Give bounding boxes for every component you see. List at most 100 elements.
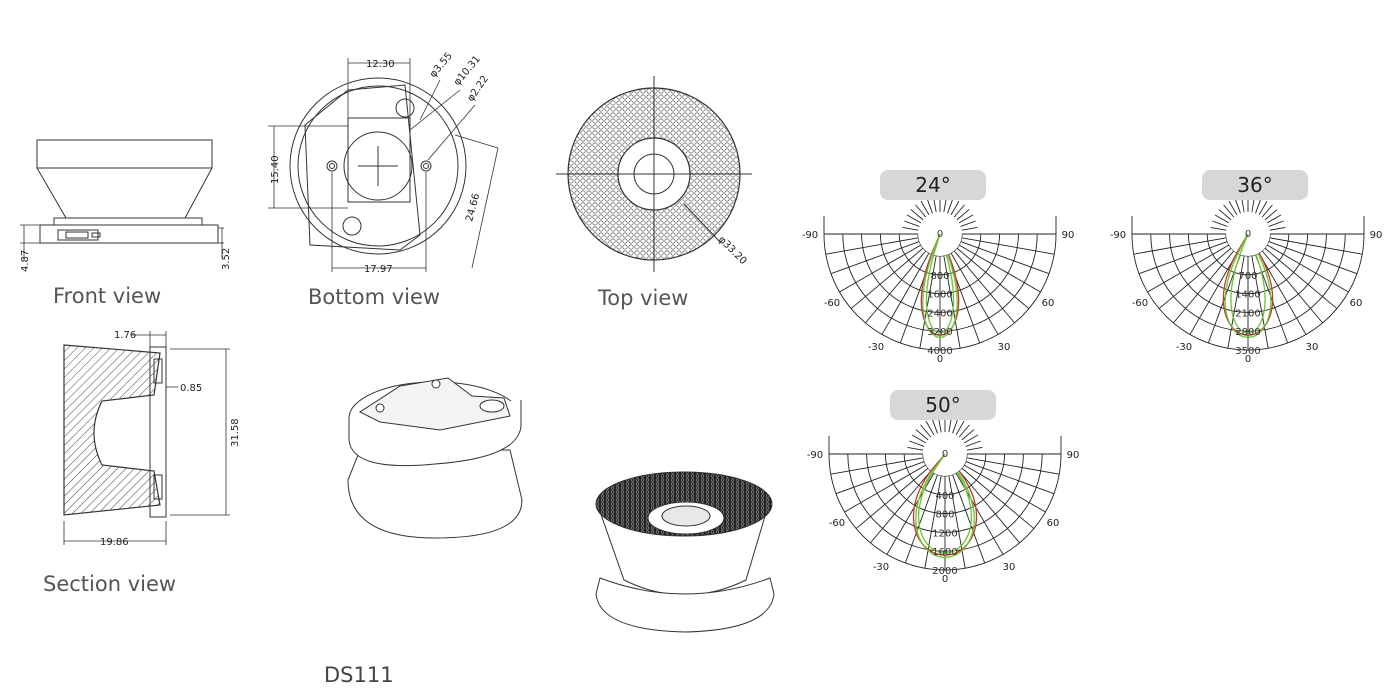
intensity-curve <box>925 233 955 334</box>
polar-tick <box>1223 204 1235 218</box>
polar-tick <box>1235 200 1241 214</box>
polar-spoke <box>835 461 925 495</box>
polar-tick <box>1266 214 1282 224</box>
polar-spoke <box>963 464 1046 513</box>
polar-ring-label: 0 <box>942 449 948 460</box>
polar-angle-label: 30 <box>1003 562 1016 573</box>
polar-tick <box>1210 226 1227 231</box>
polar-spoke <box>865 250 927 324</box>
intensity-curve <box>920 233 960 336</box>
top-view-label: Top view <box>598 286 689 310</box>
polar-spoke <box>1173 250 1235 324</box>
section-dim-height: 31.58 <box>230 418 241 447</box>
polar-ring-label: 1600 <box>927 290 952 301</box>
polar-tick <box>1258 200 1268 216</box>
polar-ring-label: 2100 <box>1235 308 1260 319</box>
section-view-label: Section view <box>43 572 177 596</box>
polar-tick <box>933 200 937 213</box>
polar-spoke <box>953 250 1015 324</box>
polar-ring-label: 4000 <box>927 346 952 357</box>
polar-spoke <box>839 244 922 293</box>
bottom-dim-hole-1: φ3.55 <box>428 51 455 80</box>
polar-angle-label: -60 <box>824 298 840 309</box>
polar-ring-label: 3200 <box>927 327 952 338</box>
polar-tick <box>911 434 927 444</box>
bottom-view-drawing: 12.30 φ3.55 φ10.31 φ2.22 15.40 17.97 24.… <box>268 51 499 275</box>
polar-tick <box>910 209 924 221</box>
polar-tick <box>902 226 919 231</box>
polar-tick <box>963 434 979 444</box>
polar-tick <box>915 204 927 218</box>
polar-tick <box>943 200 947 213</box>
polar-tick <box>1218 209 1232 221</box>
polar-ring-label: 1400 <box>1235 290 1260 301</box>
bottom-view-label: Bottom view <box>308 285 441 309</box>
intensity-curve <box>1230 233 1266 334</box>
polar-spoke <box>1266 244 1349 293</box>
polar-tick <box>958 424 970 438</box>
polar-spoke <box>870 470 932 544</box>
polar-angle-label: 60 <box>1350 298 1363 309</box>
polar-spoke <box>960 241 1050 275</box>
polar-ring-label: 400 <box>935 491 954 502</box>
polar-tick <box>950 200 960 216</box>
polar-spoke <box>1261 250 1323 324</box>
intensity-curve <box>912 453 978 556</box>
polar-ring-label: 1600 <box>932 547 957 558</box>
polar-angle-label: 30 <box>1306 342 1319 353</box>
polar-spoke <box>1268 241 1358 275</box>
polar-tick <box>956 209 970 221</box>
polar-spoke <box>1269 237 1363 255</box>
polar-tick <box>915 429 929 441</box>
polar-tick <box>961 226 978 231</box>
polar-angle-label: -90 <box>807 450 823 461</box>
polar-ring-label: 0 <box>1245 229 1251 240</box>
bottom-dim-hole-3: φ2.22 <box>465 74 491 104</box>
front-view-label: Front view <box>53 284 162 308</box>
polar-spoke <box>965 461 1055 495</box>
polar-spoke <box>948 475 966 569</box>
beam-pill-36: 36° <box>1202 170 1308 200</box>
intensity-curve <box>922 233 958 339</box>
intensity-curve <box>917 453 973 554</box>
polar-spoke <box>966 457 1060 475</box>
bottom-dim-top: 12.30 <box>366 59 395 70</box>
polar-spoke <box>1147 244 1230 293</box>
polar-spoke <box>830 457 924 475</box>
beam-pill-50: 50° <box>890 390 996 420</box>
section-dim-width: 19.86 <box>100 537 129 548</box>
beam-pill-24: 24° <box>880 170 986 200</box>
polar-tick <box>932 420 938 434</box>
polar-ring-label: 800 <box>935 510 954 521</box>
polar-spoke <box>881 252 930 335</box>
polar-tick <box>961 429 975 441</box>
polar-angle-label: 60 <box>1042 298 1055 309</box>
top-dim-diameter: φ33.20 <box>716 234 749 267</box>
top-view-drawing: φ33.20 <box>556 76 752 272</box>
polar-angle-label: 60 <box>1047 518 1060 529</box>
polar-tick <box>1251 200 1255 213</box>
polar-angle-label: -30 <box>1176 342 1192 353</box>
polar-spoke <box>956 247 1030 309</box>
polar-ring-label: 3500 <box>1235 346 1260 357</box>
polar-tick <box>952 420 958 434</box>
polar-spoke <box>825 237 919 255</box>
bottom-dim-bottom: 17.97 <box>364 264 393 275</box>
polar-ring-label: 2800 <box>1235 327 1260 338</box>
polar-tick <box>1264 209 1278 221</box>
polar-tick <box>1241 200 1245 213</box>
polar-tick <box>920 200 930 216</box>
polar-spoke <box>1158 247 1232 309</box>
polar-tick <box>960 220 976 227</box>
model-label: DS111 <box>324 663 394 687</box>
polar-tick <box>1269 226 1286 231</box>
front-dim-left: 4.87 <box>20 250 31 272</box>
polar-angle-label: 90 <box>1067 450 1080 461</box>
polar-angle-label: 90 <box>1062 230 1075 241</box>
polar-tick <box>958 214 974 224</box>
polar-ring-label: 0 <box>937 229 943 240</box>
polar-ring-label: 2400 <box>927 308 952 319</box>
polar-spoke <box>952 474 986 564</box>
